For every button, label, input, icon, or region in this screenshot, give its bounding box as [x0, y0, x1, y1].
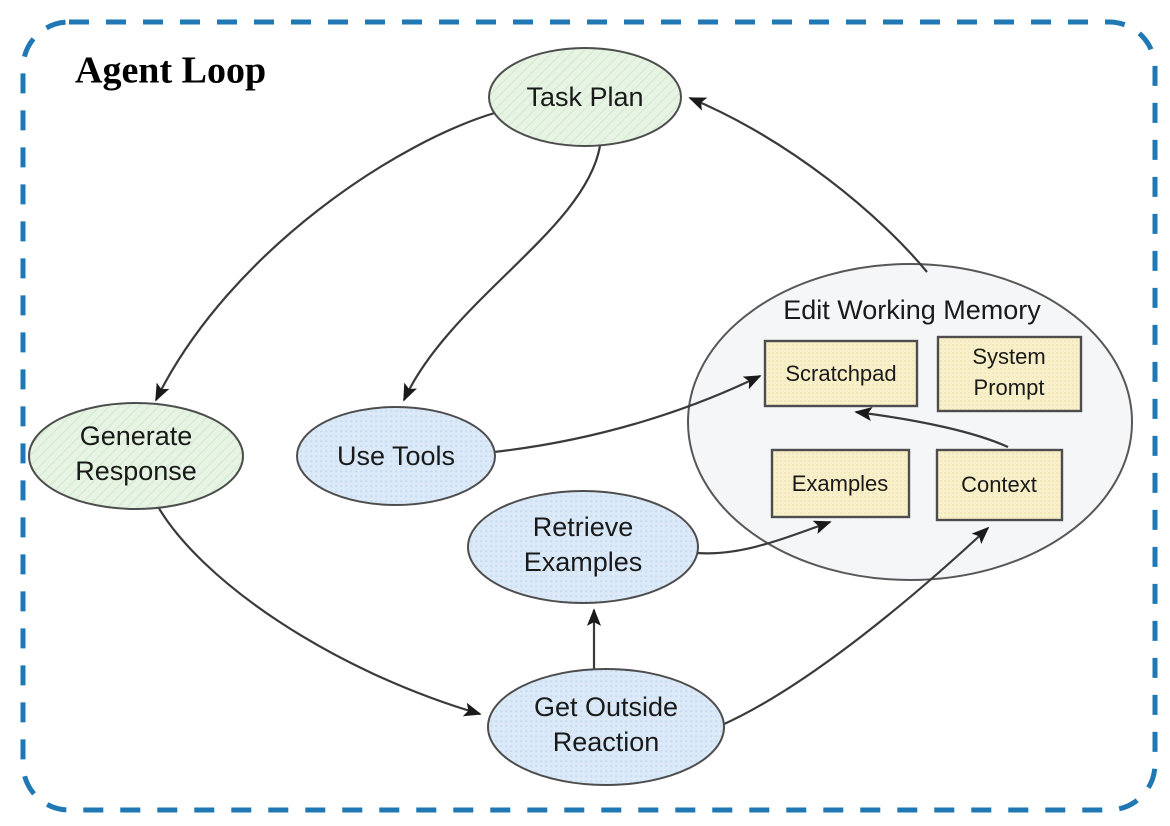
memory-box-scratchpad[interactable]: Scratchpad	[763, 339, 919, 408]
edge-use-tools-to-scratchpad	[493, 375, 762, 454]
use-tools-shape	[296, 406, 496, 506]
retrieve-examples-shape	[467, 490, 699, 604]
system-prompt-label-line2: Prompt	[974, 375, 1045, 400]
edge-get-outside-reaction-to-context	[721, 526, 990, 727]
get-outside-reaction-label-line1: Get Outside	[534, 692, 678, 722]
system-prompt-shape	[936, 335, 1083, 413]
generate-response-label-line2: Response	[75, 456, 197, 486]
examples-shape	[770, 448, 911, 519]
node-get-outside-reaction[interactable]: Get Outside Reaction	[487, 668, 725, 786]
retrieve-examples-label-line2: Examples	[524, 547, 643, 577]
generate-response-label-line1: Generate	[80, 421, 193, 451]
edge-generate-response-to-get-outside-reaction	[156, 504, 482, 717]
retrieve-examples-label-line1: Retrieve	[533, 512, 634, 542]
node-use-tools[interactable]: Use Tools	[296, 406, 496, 506]
edge-context-to-scratchpad	[854, 406, 1009, 449]
edit-working-memory-label: Edit Working Memory	[783, 295, 1041, 325]
memory-box-context[interactable]: Context	[935, 448, 1064, 522]
get-outside-reaction-shape	[487, 668, 725, 786]
examples-label: Examples	[792, 471, 889, 496]
node-task-plan[interactable]: Task Plan	[488, 47, 682, 147]
edge-task-plan-to-use-tools	[403, 145, 602, 402]
memory-box-examples[interactable]: Examples	[770, 448, 911, 519]
agent-loop-border	[20, 19, 1158, 813]
generate-response-shape	[28, 402, 244, 510]
task-plan-label: Task Plan	[526, 82, 643, 112]
edge-edit-working-memory-to-task-plan	[688, 96, 928, 273]
context-shape	[935, 448, 1064, 522]
page-title: Agent Loop	[75, 50, 266, 92]
node-retrieve-examples[interactable]: Retrieve Examples	[467, 490, 699, 604]
context-label: Context	[961, 472, 1037, 497]
edge-task-plan-to-generate-response	[155, 110, 499, 402]
edge-retrieve-examples-to-examples	[696, 520, 832, 555]
get-outside-reaction-label-line2: Reaction	[553, 727, 660, 757]
memory-box-system-prompt[interactable]: System Prompt	[936, 335, 1083, 413]
task-plan-shape	[488, 47, 682, 147]
use-tools-label: Use Tools	[337, 441, 455, 471]
node-generate-response[interactable]: Generate Response	[28, 402, 244, 510]
scratchpad-label: Scratchpad	[785, 361, 896, 386]
scratchpad-shape	[763, 339, 919, 408]
system-prompt-label-line1: System	[972, 344, 1045, 369]
